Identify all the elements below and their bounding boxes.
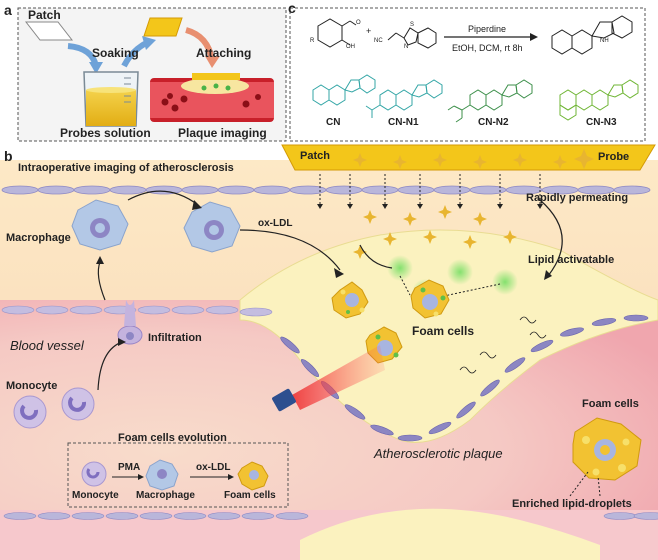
evolution-box [67,442,289,508]
foam-cells-right-label: Foam cells [582,398,639,410]
activated-probes [387,255,518,305]
probes-solution-label: Probes solution [60,126,151,140]
probe-legend-icon [574,149,594,169]
panel-c-frame [289,7,646,142]
product-structure [551,15,633,55]
cn-n2-structure [447,79,533,123]
plaque-region [239,229,658,443]
permeation-arrows [319,174,541,205]
middle-endothelium [1,305,273,317]
panel-a [17,7,287,142]
arrow-dashed-2 [399,275,411,296]
arrow-to-activation [359,244,393,269]
arrow-up-macrophage [97,261,106,301]
conditions-label: EtOH, DCM, rt 8h [452,43,523,53]
compound-cn-n3: CN-N3 [586,117,617,128]
arrow-lipid-activatable [539,199,563,277]
infiltrating-monocyte [117,300,143,345]
panel-c [289,7,646,142]
panel-c-letter: c [288,0,296,16]
reagent-label: Piperdine [468,24,507,34]
o-label: O [356,20,361,26]
plaque-endothelium [280,314,649,442]
cn-n3-structure [559,79,639,121]
evo-macrophage-label: Macrophage [136,490,195,501]
panel-b [0,144,658,560]
benzothiazole-acetonitrile-structure [387,27,437,49]
foam-cell-large [572,417,642,481]
oh-label: OH [346,44,355,50]
cn-n1-structure [365,79,443,118]
imaging-beam [292,345,385,410]
panel-b-letter: b [4,148,13,164]
evo-macrophage-icon [145,459,179,491]
soaking-label: Soaking [92,46,139,60]
panel-b-title: Intraoperative imaging of atherosclerosi… [18,162,234,174]
patch-bar-label: Patch [300,150,330,162]
s-label: S [410,22,415,28]
evo-monocyte-label: Monocyte [72,490,119,501]
compound-cn-n1: CN-N1 [388,117,419,128]
macrophage-cell-2 [183,201,241,253]
coated-patch [143,17,183,37]
lipid-droplet-arrows [569,471,601,497]
blood-vessel-label: Blood vessel [10,338,84,353]
evo-foam-label: Foam cells [224,490,276,501]
macrophage-label: Macrophage [6,232,71,244]
evo-oxldl-label: ox-LDL [196,462,231,473]
vessel-mini [150,73,274,122]
nh-label: NH [600,38,609,44]
panel-a-letter: a [4,2,12,18]
scattered-probes [353,205,517,259]
infiltration-label: Infiltration [148,332,202,344]
monocyte-label: Monocyte [6,380,58,392]
evo-monocyte-icon [81,461,107,487]
bottom-plaque [300,508,600,560]
upper-endothelium [1,185,651,195]
n-label: N [404,44,409,50]
salicylaldehyde-structure [317,18,357,48]
foam-cell-1 [331,281,369,319]
foam-cells-label: Foam cells [412,324,475,338]
plaque-label: Atherosclerotic plaque [374,446,503,461]
cn-structure [312,74,376,106]
patch-sheet [24,21,74,41]
plus-sign: + [366,26,372,36]
compound-cn: CN [326,117,341,128]
ox-ldl-label: ox-LDL [258,218,293,229]
arrow-ox-ldl [239,229,341,271]
plaque-imaging-label: Plaque imaging [178,126,267,140]
permeation-arrowheads [317,204,543,209]
beaker [83,71,139,127]
imaging-probe [272,388,296,412]
compound-cn-n2: CN-N2 [478,117,509,128]
evo-pma-label: PMA [118,462,141,473]
lipid-activatable-label: Lipid activatable [528,254,615,266]
rapidly-permeating-label: Rapidly permeating [526,192,629,204]
arrow-dashed-1 [443,283,501,297]
monocyte-cell-2 [61,387,95,421]
patch-probes [353,153,567,169]
evo-foam-icon [237,461,269,491]
bottom-endothelium [3,512,658,520]
macrophage-cell-1 [71,199,129,251]
monocyte-cell-1 [13,395,47,429]
arrow-macrophage [127,190,199,206]
lipid-droplets-label: Enriched lipid-droplets [512,498,632,510]
r-group-label: R [310,38,315,44]
nc-label: NC [374,38,383,44]
evolution-title: Foam cells evolution [118,432,227,444]
probe-legend-label: Probe [598,151,630,163]
foam-cell-2 [410,279,450,319]
attaching-label: Attaching [196,46,252,60]
patch-label: Patch [28,8,61,22]
lipid-squiggles [459,316,547,374]
